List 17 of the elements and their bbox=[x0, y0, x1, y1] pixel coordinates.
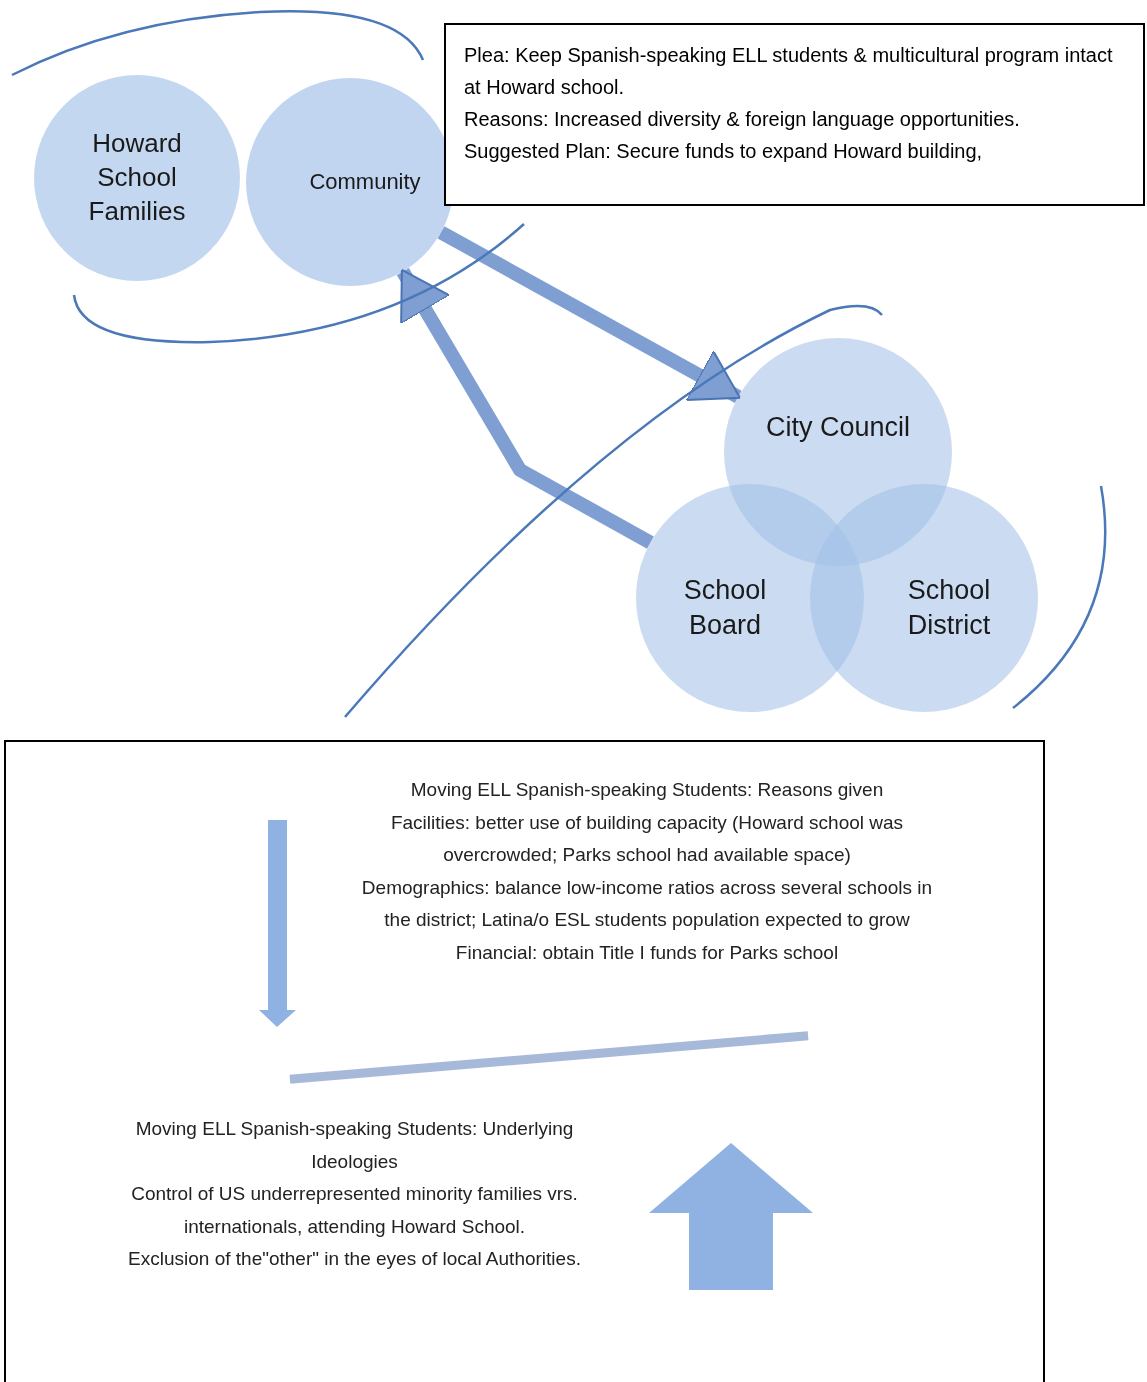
paragraph: Plea: Keep Spanish-speaking ELL students & multicultural program intact at Howard school. bbox=[464, 43, 1114, 100]
paragraph: Financial: obtain Title I funds for Parks school bbox=[454, 940, 840, 965]
paragraph: Facilities: better use of building capacity (Howard school was overcrowded; Parks school had available space) bbox=[389, 810, 905, 867]
paragraph: Demographics: balance low-income ratios across several schools in the district; Latina/o ESL students population expected to grow bbox=[360, 875, 934, 932]
circle-label: School Board bbox=[682, 573, 768, 642]
paragraph: Reasons: Increased diversity & foreign language opportunities. bbox=[464, 107, 1021, 132]
circle-label: Community bbox=[308, 167, 422, 196]
circle-label: School District bbox=[906, 573, 992, 642]
paragraph: Suggested Plan: Secure funds to expand Howard building, bbox=[464, 139, 984, 164]
paragraph: Moving ELL Spanish-speaking Students: Underlying Ideologies bbox=[134, 1117, 575, 1174]
paragraph: Control of US underrepresented minority families vrs. internationals, attending Howard School. bbox=[130, 1182, 579, 1239]
paragraph: Moving ELL Spanish-speaking Students: Reasons given bbox=[409, 778, 885, 802]
circle-label: City Council bbox=[764, 411, 911, 445]
text-box bbox=[444, 23, 1145, 206]
content-panel bbox=[4, 740, 1045, 1382]
circle-label: Howard School Families bbox=[87, 127, 187, 228]
paragraph: Exclusion of the"other" in the eyes of local Authorities. bbox=[127, 1247, 582, 1271]
